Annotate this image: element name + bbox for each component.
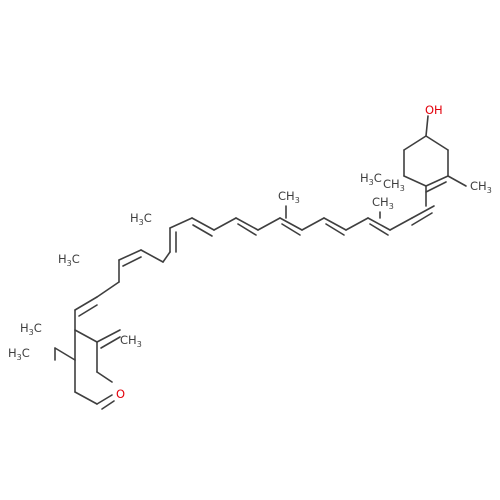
methyl-label-chain-mid: CH3 [278, 189, 300, 205]
polyene-chain [74, 205, 435, 331]
methyl-label-gem-2: H3C [8, 346, 30, 362]
methyl-label-right-ring: CH3 [470, 179, 492, 195]
methyl-label-gem-1: H3C [20, 321, 42, 337]
ketone-oxygen-label: O [116, 387, 125, 401]
hydroxycyclohexene-ring [403, 115, 467, 207]
methyl-label-chain-far-left: H3C [58, 252, 80, 268]
methyl-label-ring-left: CH3 [120, 333, 142, 349]
methyl-label-chain-left: H3C [130, 211, 152, 227]
methyl-label-ring-b: H3C [360, 171, 382, 187]
methyl-label-chain-right: CH3 [372, 195, 394, 211]
methyl-label-ring-a: CH3 [383, 177, 405, 193]
hydroxyl-label: OH [425, 103, 443, 117]
cyclohexenone-ring [54, 329, 121, 410]
atom-labels: OH O CH3 CH3 H3C CH3 CH3 H3C H3C CH3 H3C… [8, 103, 492, 401]
